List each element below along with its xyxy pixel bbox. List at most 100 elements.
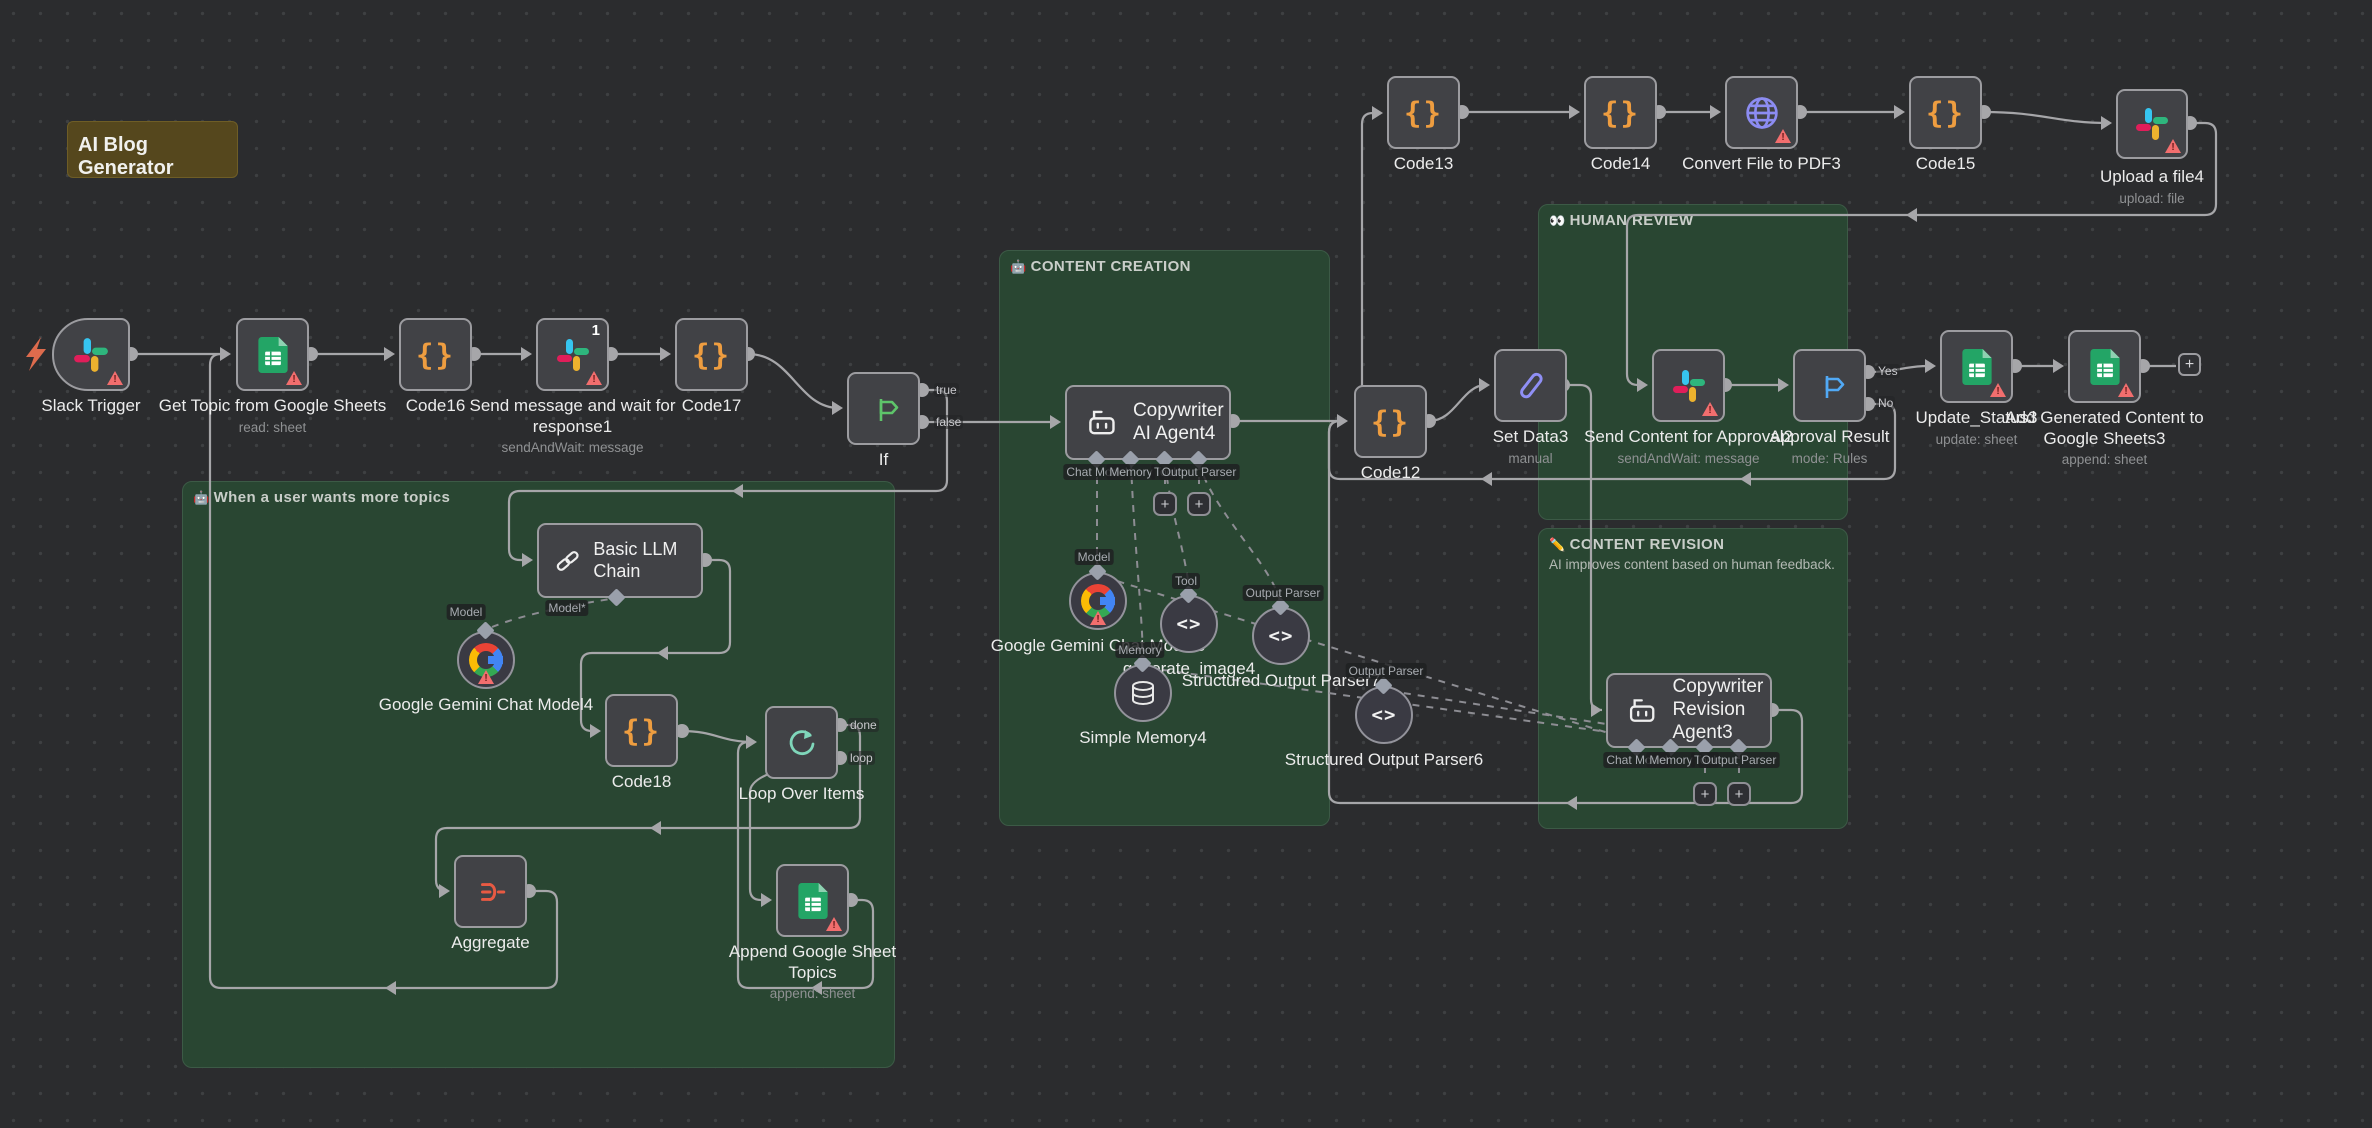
group-content-revision-description: AI improves content based on human feedb… [1549, 557, 1835, 572]
node-upload-file[interactable]: ! Upload a file4 upload: file [2100, 89, 2204, 206]
node-set-data3[interactable]: Set Data3 manual [1493, 349, 1568, 466]
warning-icon: ! [286, 371, 302, 385]
add-output-parser-button[interactable]: + [1187, 492, 1211, 516]
node-structured-output-parser7[interactable]: <> Structured Output Parser7 [1182, 607, 1380, 690]
node-basic-llm-chain[interactable]: Basic LLM Chain [537, 523, 703, 598]
connector-label-memory: Memory [1646, 752, 1696, 769]
add-tool-button[interactable]: + [1153, 492, 1177, 516]
add-output-parser-button[interactable]: + [1727, 782, 1751, 806]
robot-icon [1629, 698, 1655, 722]
workflow-title-note[interactable]: AI Blog Generator [67, 121, 238, 179]
slack-icon [2136, 108, 2168, 140]
node-get-topic-sheets[interactable]: ! Get Topic from Google Sheets read: she… [159, 318, 386, 435]
add-tool-button[interactable]: + [1693, 782, 1717, 806]
edge-agent4-memory-memory4 [1130, 462, 1144, 659]
edge-basicllm-to-code18 [579, 558, 732, 733]
pen-icon [1519, 372, 1543, 398]
node-code16[interactable]: {} Code16 [399, 318, 472, 415]
node-label: Append Google Sheet Topics [728, 942, 897, 982]
node-code17[interactable]: {} Code17 [675, 318, 748, 415]
port-label-done: done [848, 718, 879, 732]
node-generate-image4[interactable]: <> generate_image4 [1123, 595, 1255, 678]
port-label-yes: Yes [1876, 364, 1900, 378]
connector-label-tool: Tool [1171, 573, 1201, 590]
workflow-title: AI Blog Generator [78, 134, 174, 179]
node-approval-result[interactable]: Approval Result mode: Rules [1769, 349, 1890, 466]
node-label: Simple Memory4 [1079, 728, 1207, 747]
node-structured-output-parser6[interactable]: <> Structured Output Parser6 [1285, 686, 1483, 769]
code-icon: {} [416, 337, 455, 372]
connector-label-model-required: Model* [545, 600, 589, 617]
node-add-generated-content[interactable]: ! Add Generated Content to Google Sheets… [2005, 330, 2204, 467]
code-icon: {} [692, 337, 731, 372]
node-label: Send message and wait for response1 [469, 396, 676, 436]
node-label: Slack Trigger [41, 396, 141, 415]
group-content-creation-header: 🤖 CONTENT CREATION [1000, 251, 1329, 282]
input-arrows[interactable] [220, 105, 2112, 907]
database-icon [1132, 681, 1154, 705]
node-convert-pdf[interactable]: ! Convert File to PDF3 [1682, 76, 1841, 173]
node-append-sheet-topics[interactable]: ! Append Google Sheet Topics append: she… [729, 864, 896, 1001]
node-code14[interactable]: {} Code14 [1584, 76, 1657, 173]
edge-upload-to-sendapproval [1625, 121, 2218, 387]
node-code18[interactable]: {} Code18 [605, 694, 678, 791]
node-send-content-approval[interactable]: ! Send Content for Approval2 sendAndWait… [1584, 349, 1793, 466]
node-label: Code16 [405, 396, 466, 415]
node-code12[interactable]: {} Code12 [1354, 385, 1427, 482]
node-subtitle: append: sheet [769, 986, 856, 1002]
node-label: Aggregate [451, 933, 530, 952]
node-gemini-chat-model4[interactable]: ! Google Gemini Chat Model4 [379, 631, 593, 714]
node-if[interactable]: If [847, 372, 920, 469]
google-sheets-icon [257, 336, 288, 373]
node-code13[interactable]: {} Code13 [1387, 76, 1460, 173]
node-gemini-chat-model3[interactable]: ! Google Gemini Chat Model3 [991, 572, 1205, 655]
robot-emoji-icon: 🤖 [193, 489, 210, 505]
connector-label-output-parser: Output Parser [1158, 464, 1240, 481]
solid-edges [131, 110, 2218, 990]
flow-direction-arrows [385, 208, 1917, 995]
node-label: Code13 [1393, 154, 1454, 173]
edge-agent4-tool-generateimage [1164, 462, 1190, 590]
connector-label-model: Model [1074, 549, 1114, 566]
warning-icon: ! [1775, 129, 1791, 143]
port-label-no: No [1876, 396, 1896, 410]
node-label: Code14 [1590, 154, 1651, 173]
node-label: Set Data3 [1492, 427, 1569, 446]
group-content-creation-label: CONTENT CREATION [1030, 258, 1191, 275]
plus-icon: + [1700, 785, 1710, 803]
node-send-message-wait[interactable]: 1 ! Send message and wait for response1 … [469, 318, 676, 455]
code-icon: {} [1926, 95, 1965, 130]
group-more-topics-label: When a user wants more topics [213, 489, 451, 506]
add-node-button[interactable]: + [2178, 353, 2201, 376]
node-code15[interactable]: {} Code15 [1909, 76, 1982, 173]
node-copywriter-revision-agent3[interactable]: Copywriter Revision Agent3 [1606, 673, 1772, 748]
node-inner-label: Basic LLM Chain [593, 538, 678, 581]
angle-brackets-icon: <> [1176, 613, 1202, 635]
warning-icon: ! [2118, 383, 2134, 397]
node-update-status3[interactable]: ! Update_Status3 update: sheet [1916, 330, 2037, 447]
node-label: Code18 [611, 772, 672, 791]
node-label: If [878, 450, 889, 469]
node-inner-label: Copywriter AI Agent4 [1132, 399, 1224, 444]
trigger-bolt-icon [26, 337, 46, 371]
node-label: Add Generated Content to Google Sheets3 [2005, 408, 2204, 448]
angle-brackets-icon: <> [1268, 625, 1294, 647]
node-label: Get Topic from Google Sheets [158, 396, 387, 415]
node-copywriter-ai-agent4[interactable]: Copywriter AI Agent4 [1065, 385, 1231, 460]
port-label-loop: loop [848, 751, 875, 765]
group-content-revision-header: ✏️ CONTENT REVISION [1539, 529, 1847, 560]
connector-label-model: Model [446, 604, 486, 621]
edge-sop6-revision-outputparser [1389, 690, 1732, 744]
aggregate-icon [480, 882, 505, 901]
node-slack-trigger[interactable]: ! Slack Trigger [41, 318, 141, 415]
edge-code17-to-if [747, 352, 840, 410]
node-loop-over-items[interactable]: Loop Over Items [739, 706, 864, 803]
node-label: Send Content for Approval2 [1584, 427, 1793, 446]
node-simple-memory4[interactable]: Simple Memory4 [1079, 664, 1207, 747]
google-sheets-icon [1961, 348, 1992, 385]
node-aggregate[interactable]: Aggregate [451, 855, 530, 952]
group-more-topics-header: 🤖 When a user wants more topics [183, 482, 894, 513]
edge-revision-to-code12 [1327, 419, 1804, 805]
robot-icon [1089, 410, 1115, 434]
